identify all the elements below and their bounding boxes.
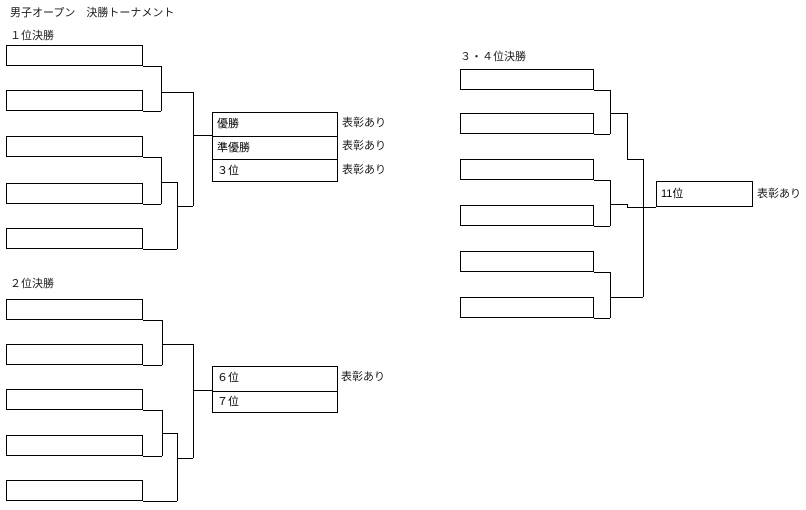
connector-line — [177, 206, 193, 207]
bracket-slot — [460, 297, 594, 318]
result-row-champion: 優勝 — [217, 118, 239, 130]
section-label-second-place: ２位決勝 — [10, 278, 54, 290]
connector-line — [143, 320, 162, 321]
connector-line — [594, 226, 610, 227]
connector-line — [143, 365, 162, 366]
award-note: 表彰あり — [342, 140, 386, 152]
result-row-eleventh: 11位 — [661, 188, 684, 200]
award-note: 表彰あり — [342, 117, 386, 129]
results-box-first: 優勝 準優勝 ３位 — [212, 112, 338, 182]
connector-line — [143, 157, 161, 158]
connector-line — [610, 297, 643, 298]
bracket-slot — [6, 90, 143, 111]
result-row-third: ３位 — [213, 159, 337, 181]
connector-line — [610, 90, 611, 134]
connector-line — [193, 344, 194, 458]
connector-line — [143, 501, 177, 502]
connector-line — [161, 92, 193, 93]
connector-line — [162, 433, 177, 434]
bracket-slot — [6, 480, 143, 501]
results-box-third-fourth: 11位 — [656, 181, 753, 207]
connector-line — [143, 111, 161, 112]
connector-line — [627, 204, 628, 208]
connector-line — [177, 433, 178, 501]
connector-line — [594, 180, 610, 181]
bracket-slot — [6, 228, 143, 249]
connector-line — [143, 410, 162, 411]
result-row-seventh: ７位 — [213, 391, 337, 412]
connector-line — [143, 249, 177, 250]
award-note: 表彰あり — [757, 188, 801, 200]
connector-line — [162, 344, 193, 345]
result-row-runner-up: 準優勝 — [213, 136, 337, 159]
connector-line — [610, 113, 627, 114]
connector-line — [627, 207, 656, 208]
connector-line — [177, 182, 178, 249]
connector-line — [161, 157, 162, 204]
connector-line — [594, 134, 610, 135]
result-row-sixth: ６位 — [217, 372, 239, 384]
bracket-slot — [6, 45, 143, 66]
connector-line — [143, 66, 161, 67]
page-title: 男子オープン 決勝トーナメント — [10, 7, 175, 19]
connector-line — [627, 113, 628, 159]
connector-line — [177, 458, 193, 459]
bracket-slot — [460, 69, 594, 90]
bracket-slot — [6, 183, 143, 204]
section-label-third-fourth-place: ３・４位決勝 — [460, 51, 526, 63]
results-box-second: ６位 ７位 — [212, 366, 338, 413]
connector-line — [610, 180, 611, 226]
connector-line — [610, 204, 627, 205]
connector-line — [610, 272, 611, 318]
connector-line — [627, 159, 643, 160]
bracket-slot — [6, 435, 143, 456]
connector-line — [193, 135, 212, 136]
connector-line — [161, 182, 177, 183]
bracket-slot — [6, 344, 143, 365]
award-note: 表彰あり — [341, 371, 385, 383]
connector-line — [193, 92, 194, 206]
bracket-slot — [460, 113, 594, 134]
connector-line — [143, 456, 162, 457]
connector-line — [594, 272, 610, 273]
award-note: 表彰あり — [342, 164, 386, 176]
connector-line — [594, 90, 610, 91]
bracket-slot — [460, 205, 594, 226]
connector-line — [594, 318, 610, 319]
bracket-slot — [6, 136, 143, 157]
bracket-slot — [6, 299, 143, 320]
bracket-slot — [460, 251, 594, 272]
connector-line — [162, 320, 163, 365]
section-label-first-place: １位決勝 — [10, 30, 54, 42]
bracket-slot — [460, 159, 594, 180]
connector-line — [143, 204, 161, 205]
connector-line — [161, 66, 162, 111]
connector-line — [193, 390, 212, 391]
connector-line — [643, 159, 644, 297]
bracket-slot — [6, 389, 143, 410]
